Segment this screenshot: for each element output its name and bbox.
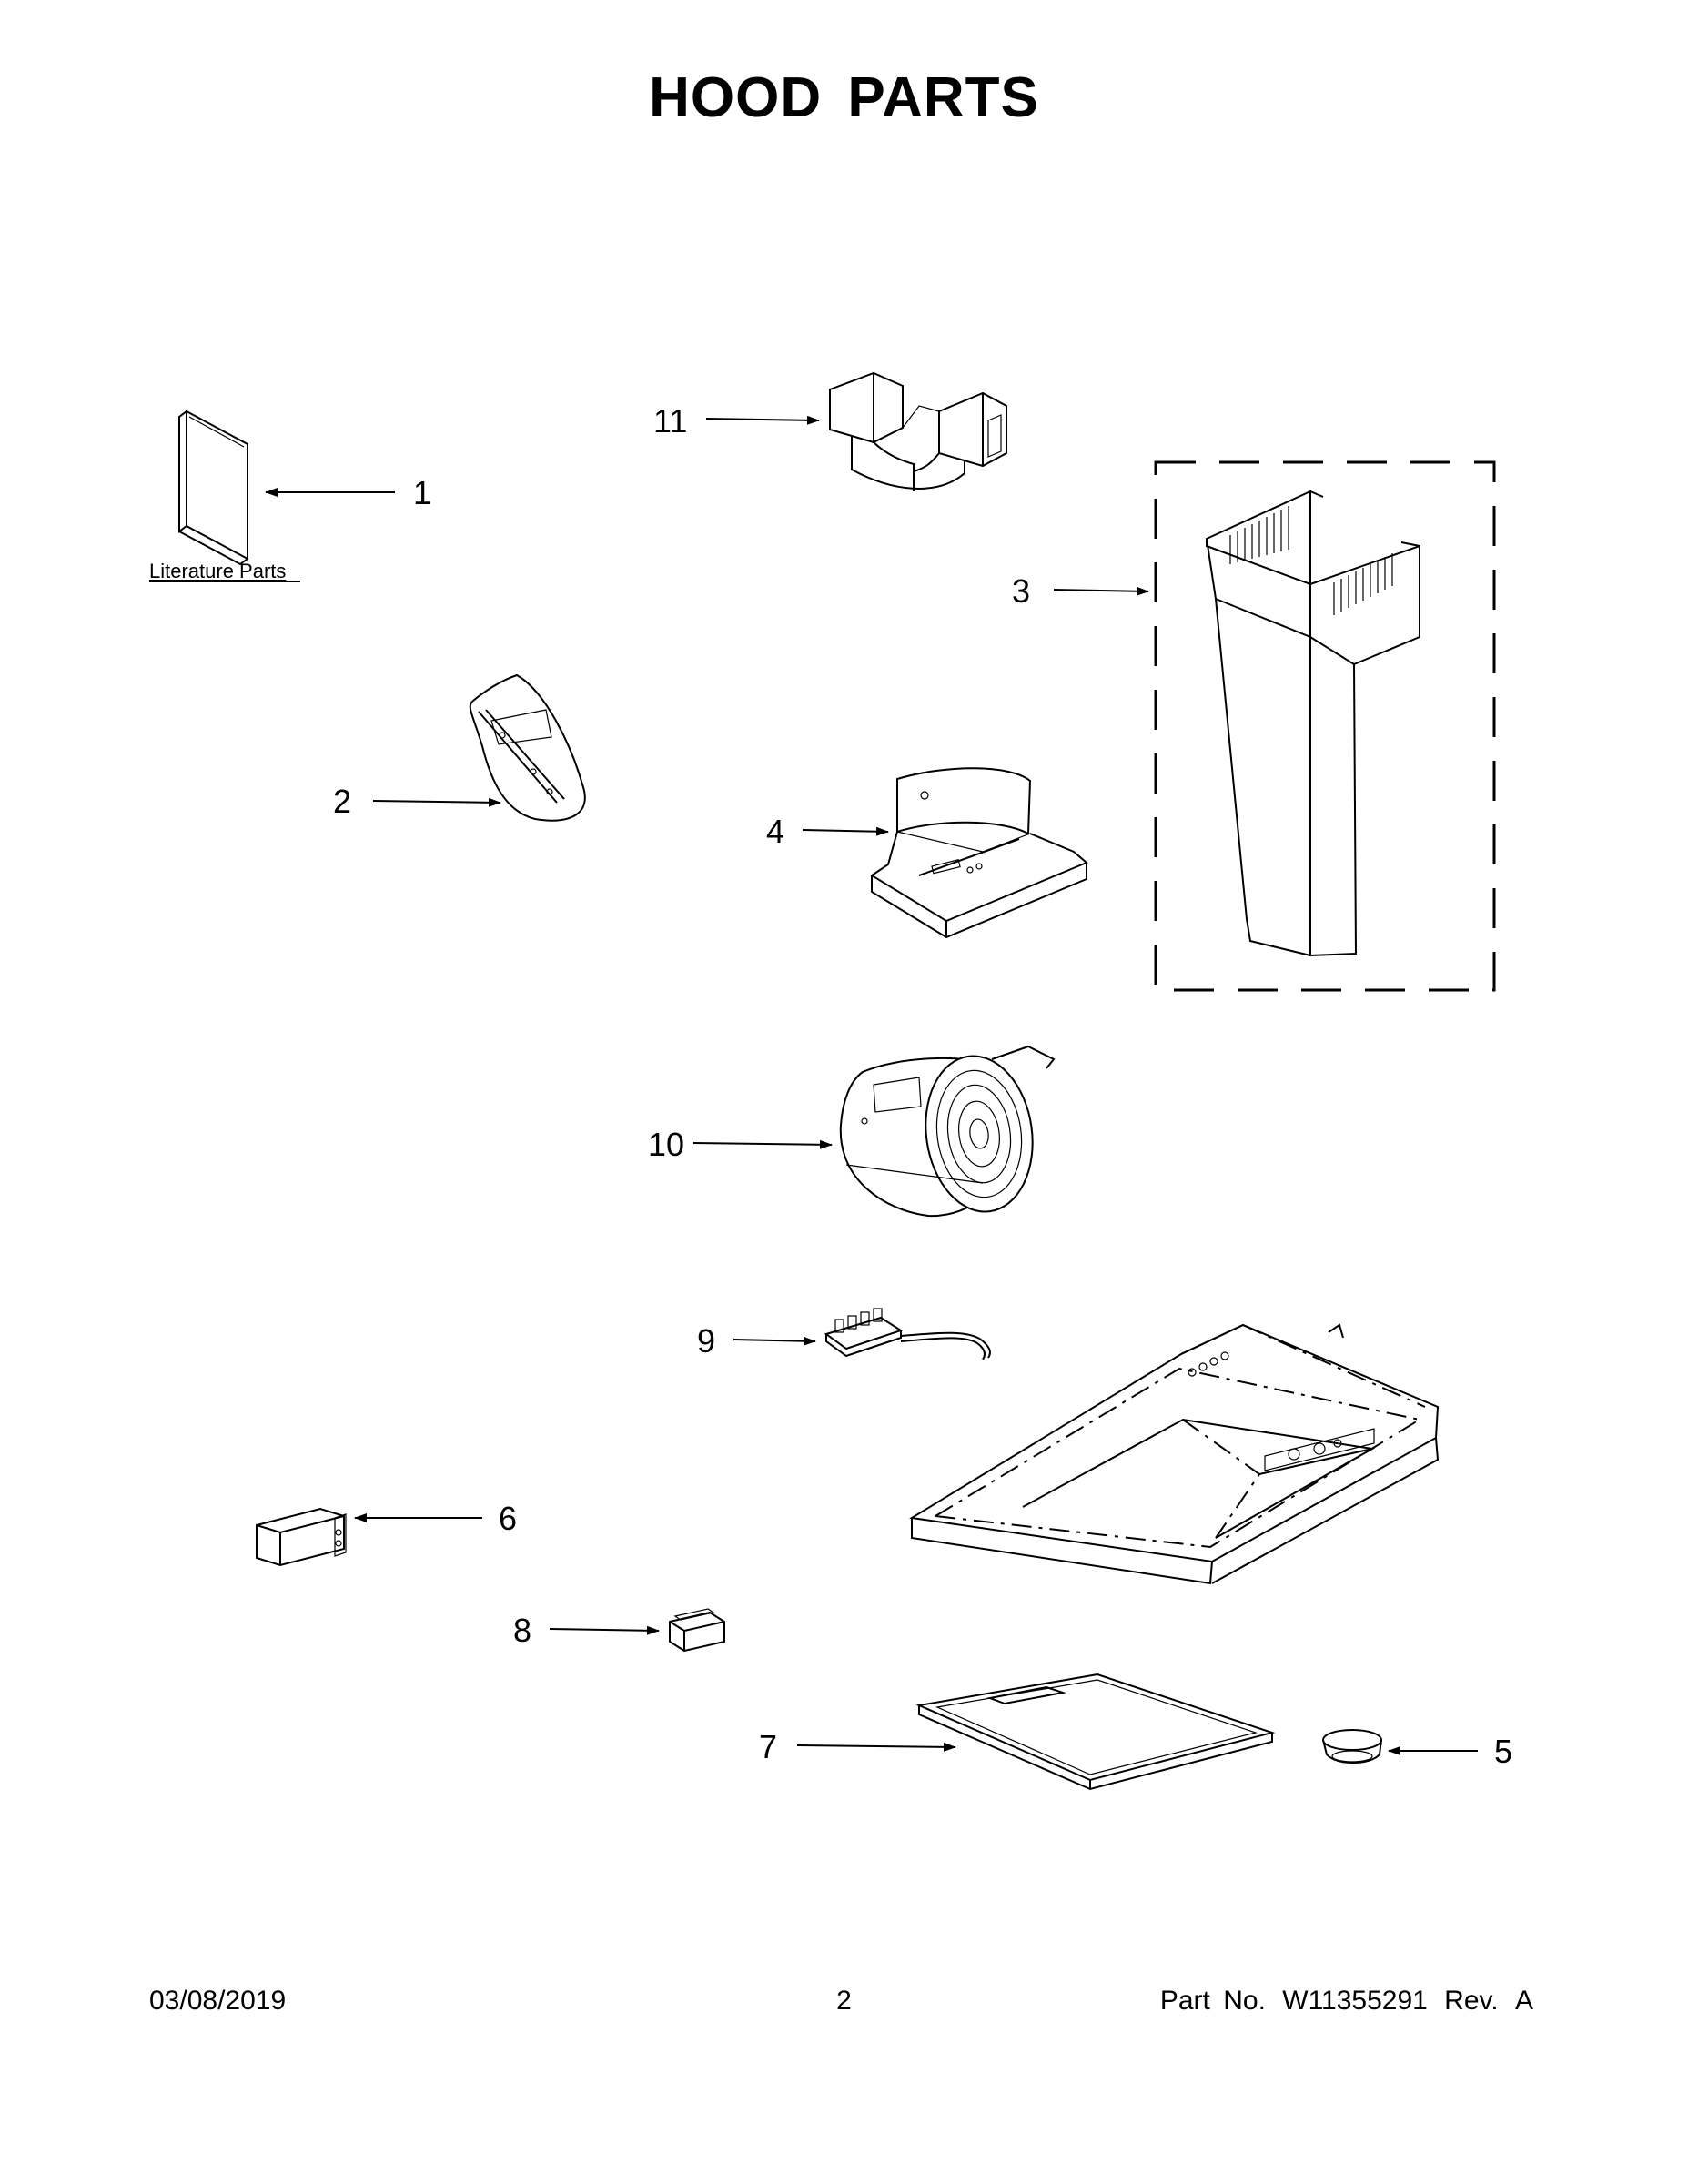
part-8-switch[interactable] <box>669 1608 725 1653</box>
part-2-mounting-bracket-bag[interactable] <box>469 673 586 822</box>
callout-1-label: 1 <box>413 474 431 511</box>
hood-body-assembly[interactable] <box>909 1323 1440 1585</box>
callout-10-arrow <box>692 1139 833 1149</box>
callout-9-label: 9 <box>697 1322 715 1360</box>
callout-11-label: 11 <box>653 402 687 440</box>
part-number-label: Part No. <box>1159 1986 1266 2016</box>
revision-value: A <box>1514 1986 1533 2016</box>
callout-6-label: 6 <box>499 1500 517 1537</box>
part-9-terminal-block-harness[interactable] <box>824 1308 991 1360</box>
callout-2-arrow <box>372 797 501 807</box>
part-1-literature-booklet[interactable] <box>178 410 248 566</box>
callout-4-label: 4 <box>766 813 784 850</box>
callout-3-label: 3 <box>1012 572 1030 610</box>
callout-7-label: 7 <box>759 1728 777 1765</box>
callout-8-arrow <box>549 1625 660 1635</box>
part-3-chimney-cover[interactable] <box>1206 490 1420 957</box>
literature-parts-label: Literature Parts <box>149 560 286 582</box>
footer-date: 03/08/2019 <box>149 1986 287 2016</box>
callout-2-label: 2 <box>333 783 351 820</box>
page-title: HOOD PARTS <box>649 66 1039 129</box>
part-7-grease-filter[interactable] <box>915 1673 1276 1791</box>
callout-7-arrow <box>796 1742 956 1752</box>
part-6-control-module[interactable] <box>256 1507 347 1567</box>
part-11-duct-transition[interactable] <box>829 371 1007 491</box>
callout-8-label: 8 <box>513 1612 531 1649</box>
part-10-blower-motor[interactable] <box>839 1045 1056 1218</box>
callout-5-label: 5 <box>1494 1733 1512 1770</box>
callout-4-arrow <box>802 826 889 836</box>
callout-11-arrow <box>705 415 820 425</box>
callout-10-label: 10 <box>648 1126 684 1163</box>
callout-3-arrow <box>1053 586 1149 596</box>
footer-page-number: 2 <box>836 1986 852 2016</box>
part-3-chimney-group-outline <box>1154 460 1496 992</box>
footer-part-info: Part No. W11355291 Rev. A <box>1160 1986 1533 2017</box>
revision-label: Rev. <box>1444 1986 1499 2016</box>
part-5-light-fixture[interactable] <box>1322 1729 1382 1764</box>
part-4-blower-housing[interactable] <box>870 767 1088 939</box>
callout-9-arrow <box>733 1336 816 1346</box>
part-number-value: W11355291 <box>1282 1986 1428 2016</box>
